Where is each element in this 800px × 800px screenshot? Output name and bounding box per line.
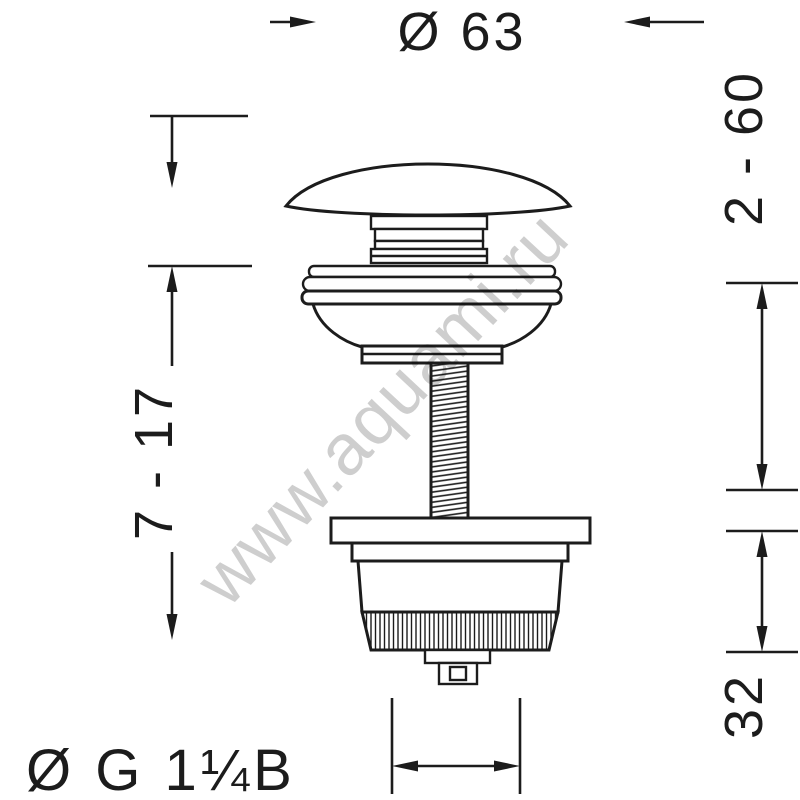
arrowhead-left-icon bbox=[392, 760, 418, 772]
locknut-band bbox=[350, 541, 570, 563]
dimension-install-range: 2 - 60 bbox=[714, 70, 798, 492]
adjuster-disc bbox=[369, 214, 489, 231]
drain-nub-detail bbox=[448, 665, 468, 682]
arrowhead-down-icon bbox=[166, 614, 178, 640]
valve-body bbox=[350, 541, 570, 686]
thread-length-label: 32 bbox=[714, 673, 774, 739]
rosette-cone-right bbox=[501, 303, 553, 349]
drain-nub-lower bbox=[437, 661, 479, 686]
mounting-deck bbox=[329, 516, 592, 545]
dimension-reveal-range: 7 - 17 bbox=[124, 264, 252, 640]
arrowhead-up-icon bbox=[756, 283, 768, 309]
dimension-left-upper bbox=[150, 114, 248, 188]
rosette-cone-left bbox=[311, 303, 363, 349]
body-cup bbox=[356, 559, 564, 614]
adjuster-disc bbox=[373, 227, 485, 243]
dome-cap bbox=[283, 162, 573, 217]
arrowhead-right-icon bbox=[290, 16, 316, 28]
arrowhead-up-icon bbox=[166, 266, 178, 292]
arrowhead-down-icon bbox=[756, 626, 768, 652]
dimension-cap-diameter: Ø 63 bbox=[270, 2, 704, 62]
valve-drawing bbox=[283, 162, 592, 686]
rosette-top-rim bbox=[300, 289, 563, 306]
arrowhead-down-icon bbox=[756, 464, 768, 490]
arrowhead-down-icon bbox=[166, 162, 178, 188]
thread-knurl bbox=[360, 610, 560, 652]
arrowhead-left-icon bbox=[624, 16, 650, 28]
arrowhead-up-icon bbox=[756, 531, 768, 557]
install-range-label: 2 - 60 bbox=[714, 70, 774, 226]
dimension-thread-length: 32 bbox=[714, 529, 798, 739]
rosette-flange bbox=[300, 289, 563, 365]
dimension-thread-size: Ø G 1¼B bbox=[26, 698, 522, 800]
reveal-range-label: 7 - 17 bbox=[124, 384, 184, 540]
arrowhead-right-icon bbox=[494, 760, 520, 772]
cap-diameter-label: Ø 63 bbox=[397, 2, 526, 62]
drain-nub-upper bbox=[423, 648, 492, 665]
thread-size-label: Ø G 1¼B bbox=[26, 738, 296, 800]
adjuster-stack bbox=[369, 214, 489, 265]
